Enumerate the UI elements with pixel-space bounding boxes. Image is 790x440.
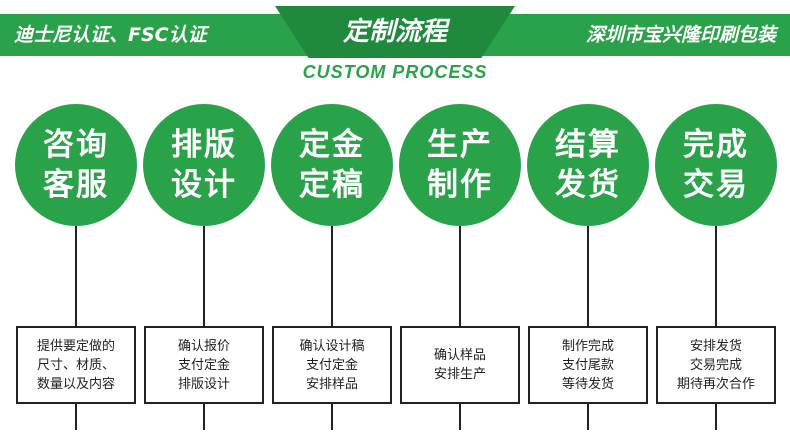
step-title-line: 生产 [427, 127, 493, 163]
step-title-line: 制作 [427, 167, 493, 203]
step-circle: 生产 制作 [399, 104, 521, 226]
page-title: 定制流程 [342, 17, 447, 47]
step-description-line: 提供要定做的 [36, 338, 115, 354]
step-circle: 定金 定稿 [271, 104, 393, 226]
step-settlement: 结算 发货 制作完成 支付尾款 等待发货 [526, 104, 651, 430]
step-description-line: 制作完成 [561, 338, 614, 354]
step-description-line: 数量以及内容 [36, 376, 115, 392]
step-description-line: 确认设计稿 [299, 338, 365, 354]
step-description-line: 交易完成 [689, 357, 742, 373]
step-circle: 排版 设计 [143, 104, 265, 226]
step-description-box: 确认样品 安排生产 [400, 326, 520, 404]
step-circle: 结算 发货 [527, 104, 649, 226]
step-description-line: 支付定金 [305, 357, 358, 373]
step-title-line: 结算 [555, 127, 621, 163]
step-description-line: 安排生产 [433, 367, 486, 382]
step-description-line: 支付尾款 [561, 357, 614, 373]
step-description-line: 安排样品 [305, 376, 358, 392]
step-description-box: 制作完成 支付尾款 等待发货 [528, 326, 648, 404]
step-design: 排版 设计 确认报价 支付定金 排版设计 [142, 104, 267, 430]
step-title-line: 定金 [299, 127, 365, 163]
step-description-line: 等待发货 [561, 376, 614, 392]
step-description-line: 期待再次合作 [676, 376, 755, 392]
step-description-line: 确认报价 [177, 338, 230, 354]
step-title-line: 交易 [683, 167, 749, 203]
step-production: 生产 制作 确认样品 安排生产 [398, 104, 523, 430]
step-description-line: 确认样品 [433, 348, 486, 363]
step-deposit: 定金 定稿 确认设计稿 支付定金 安排样品 [270, 104, 395, 430]
step-consult: 咨询 客服 提供要定做的 尺寸、材质、 数量以及内容 [14, 104, 139, 430]
step-description-line: 排版设计 [177, 376, 230, 392]
step-description-box: 确认报价 支付定金 排版设计 [144, 326, 264, 404]
step-circle: 咨询 客服 [15, 104, 137, 226]
step-description-line: 尺寸、材质、 [36, 357, 115, 373]
step-title-line: 发货 [555, 167, 621, 203]
title-tab [275, 6, 515, 58]
step-title-line: 客服 [43, 167, 109, 203]
step-complete: 完成 交易 安排发货 交易完成 期待再次合作 [654, 104, 779, 430]
step-description-line: 安排发货 [689, 338, 742, 354]
step-description-box: 确认设计稿 支付定金 安排样品 [272, 326, 392, 404]
step-description-box: 提供要定做的 尺寸、材质、 数量以及内容 [16, 326, 136, 404]
page-subtitle: CUSTOM PROCESS [302, 62, 488, 82]
step-title-line: 定稿 [299, 167, 365, 203]
step-title-line: 咨询 [43, 127, 109, 163]
step-title-line: 完成 [683, 127, 749, 163]
step-circle: 完成 交易 [655, 104, 777, 226]
step-description-box: 安排发货 交易完成 期待再次合作 [656, 326, 776, 404]
certification-text: 迪士尼认证、FSC认证 [14, 24, 207, 46]
company-name: 深圳市宝兴隆印刷包装 [585, 24, 776, 46]
step-description-line: 支付定金 [177, 357, 230, 373]
step-title-line: 排版 [171, 127, 237, 163]
step-title-line: 设计 [171, 167, 237, 203]
